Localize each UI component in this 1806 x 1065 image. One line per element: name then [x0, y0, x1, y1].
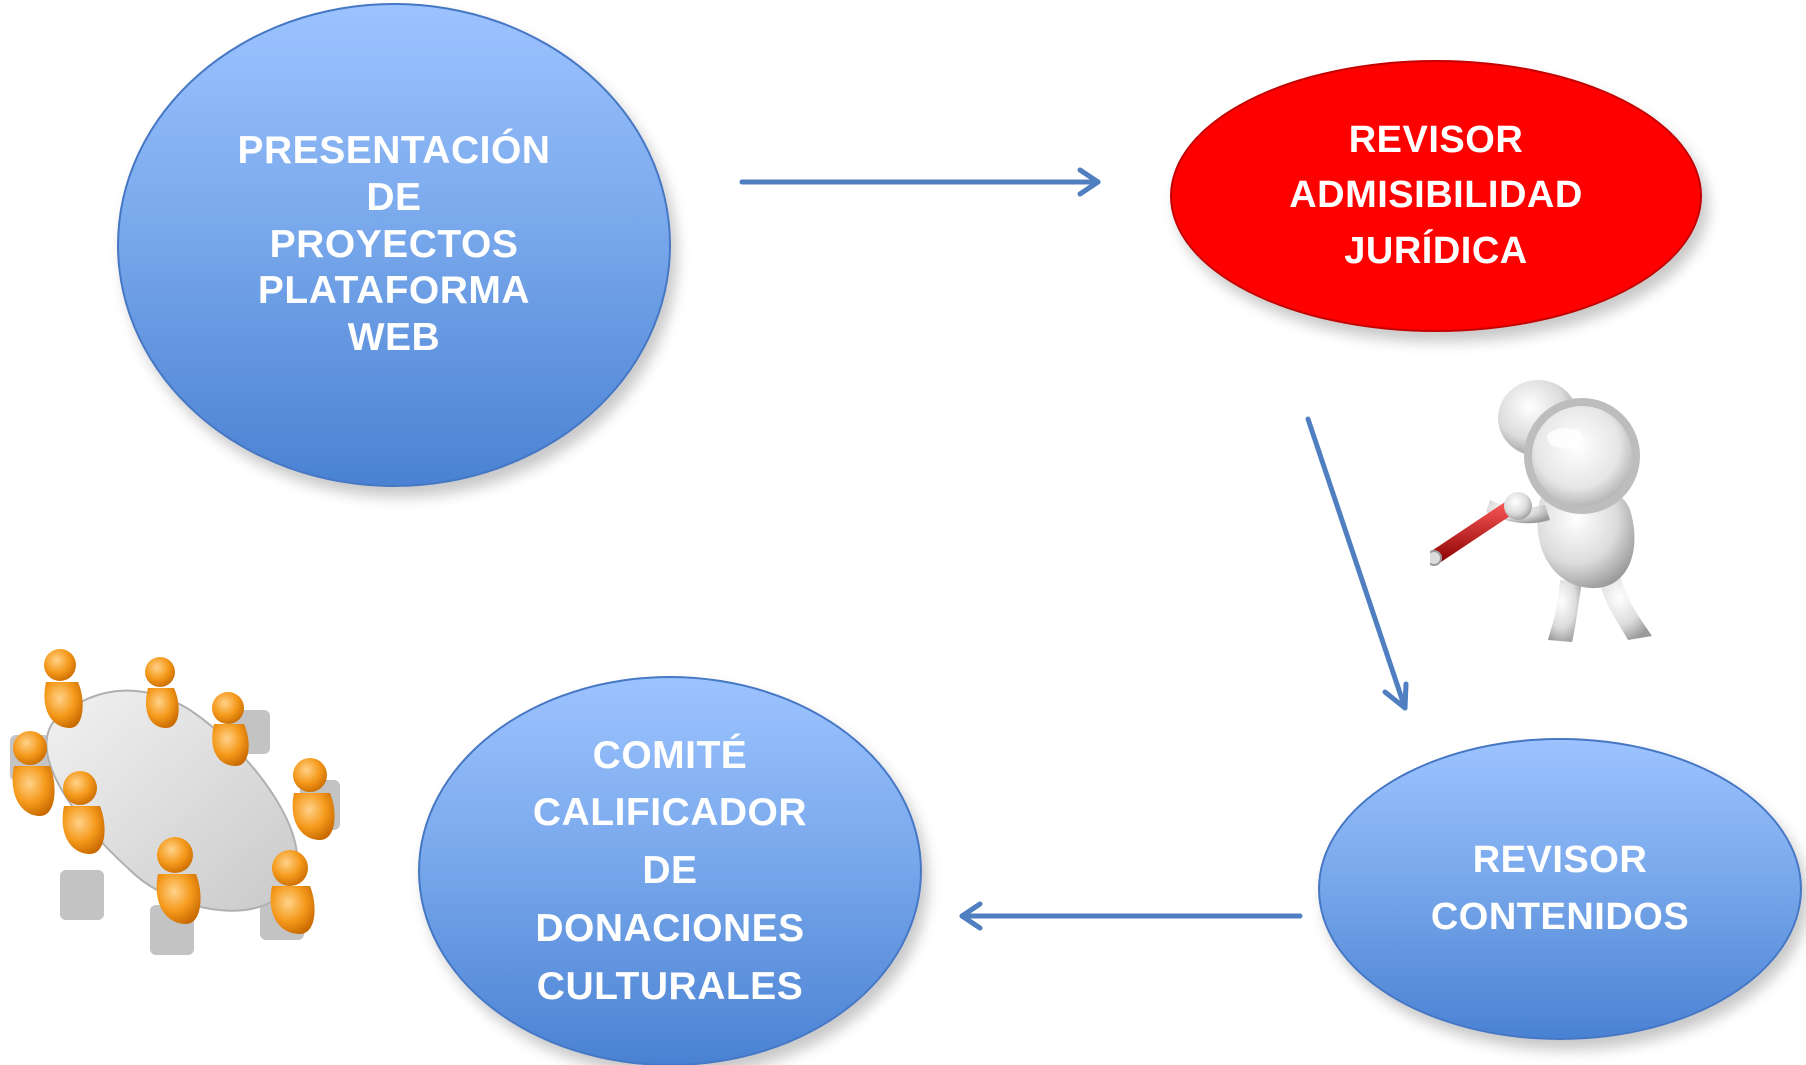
arrow-presentacion-to-revisor-juridico — [739, 167, 1101, 197]
node-revisor-admisibilidad-juridica: REVISOR ADMISIBILIDAD JURÍDICA — [1170, 60, 1702, 332]
node-comite-label: COMITÉ CALIFICADOR DE DONACIONES CULTURA… — [532, 733, 808, 1008]
node-presentacion-label: PRESENTACIÓN DE PROYECTOS PLATAFORMA WEB — [237, 129, 551, 360]
node-revisor-contenidos: REVISOR CONTENIDOS — [1318, 738, 1802, 1040]
meeting-table-icon — [10, 649, 340, 955]
magnifying-glass-inspector-icon — [1430, 380, 1652, 642]
node-presentacion-proyectos: PRESENTACIÓN DE PROYECTOS PLATAFORMA WEB — [117, 3, 671, 487]
node-revisor-juridico-label: REVISOR ADMISIBILIDAD JURÍDICA — [1289, 119, 1583, 272]
node-revisor-contenidos-label: REVISOR CONTENIDOS — [1430, 839, 1690, 938]
node-comite-calificador: COMITÉ CALIFICADOR DE DONACIONES CULTURA… — [418, 676, 922, 1065]
arrow-revisor-juridico-to-revisor-contenidos — [1305, 416, 1409, 711]
arrow-revisor-contenidos-to-comite — [959, 901, 1303, 931]
